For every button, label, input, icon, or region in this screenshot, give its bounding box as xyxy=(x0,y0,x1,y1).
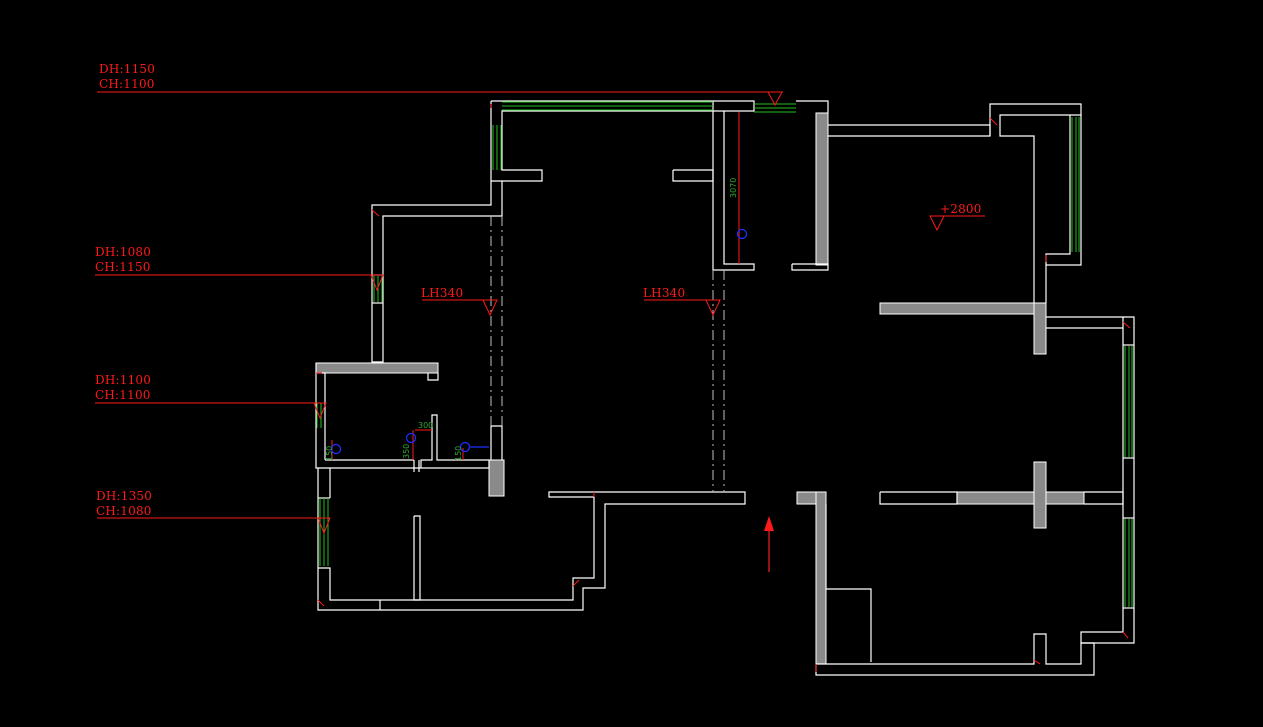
windows xyxy=(316,101,1133,607)
ceiling-height-label: +2800 xyxy=(940,202,982,216)
beam-label-left: LH340 xyxy=(421,286,464,300)
dimension-label: 150 xyxy=(325,445,334,461)
annotation-lines xyxy=(95,91,1131,672)
column xyxy=(1033,302,1047,355)
circle-icon xyxy=(405,432,417,444)
column xyxy=(488,459,505,497)
beam-label-right: LH340 xyxy=(643,286,686,300)
dimension-label: 3070 xyxy=(729,177,738,198)
window-label-1: DH:1150 CH:1100 xyxy=(99,62,155,92)
window-label-2: DH:1080 CH:1150 xyxy=(95,245,151,275)
dh-value: DH:1080 xyxy=(95,245,152,259)
triangle-down-icon xyxy=(705,299,721,317)
column xyxy=(815,491,827,665)
triangle-down-icon xyxy=(767,91,783,107)
walls xyxy=(315,100,1135,676)
column xyxy=(956,491,1085,505)
fixtures xyxy=(330,228,748,455)
dh-value: DH:1350 xyxy=(96,489,153,503)
circle-icon xyxy=(330,443,342,455)
ch-value: CH:1100 xyxy=(99,77,155,91)
column xyxy=(815,112,829,266)
column xyxy=(879,302,1047,315)
dimension-label: 150 xyxy=(454,445,463,461)
ch-value: CH:1100 xyxy=(95,388,151,402)
triangle-down-icon xyxy=(370,274,384,292)
triangle-down-icon xyxy=(482,299,498,317)
dh-value: DH:1150 xyxy=(99,62,156,76)
beam-lines xyxy=(490,216,725,492)
dimension-label: 350 xyxy=(402,443,411,459)
dh-value: DH:1100 xyxy=(95,373,152,387)
window-label-4: DH:1350 CH:1080 xyxy=(96,489,152,519)
level-markers xyxy=(313,91,945,535)
triangle-down-icon xyxy=(313,402,327,420)
window-label-3: DH:1100 CH:1100 xyxy=(95,373,151,403)
circle-icon xyxy=(736,228,748,240)
column xyxy=(1033,461,1047,529)
ch-value: CH:1080 xyxy=(96,504,152,518)
dimension-label: 300 xyxy=(418,421,434,430)
triangle-down-icon xyxy=(317,517,331,535)
arrow-up-icon xyxy=(764,516,774,572)
column xyxy=(315,362,439,374)
triangle-down-icon xyxy=(929,215,945,232)
columns xyxy=(315,112,1085,665)
ch-value: CH:1150 xyxy=(95,260,151,274)
